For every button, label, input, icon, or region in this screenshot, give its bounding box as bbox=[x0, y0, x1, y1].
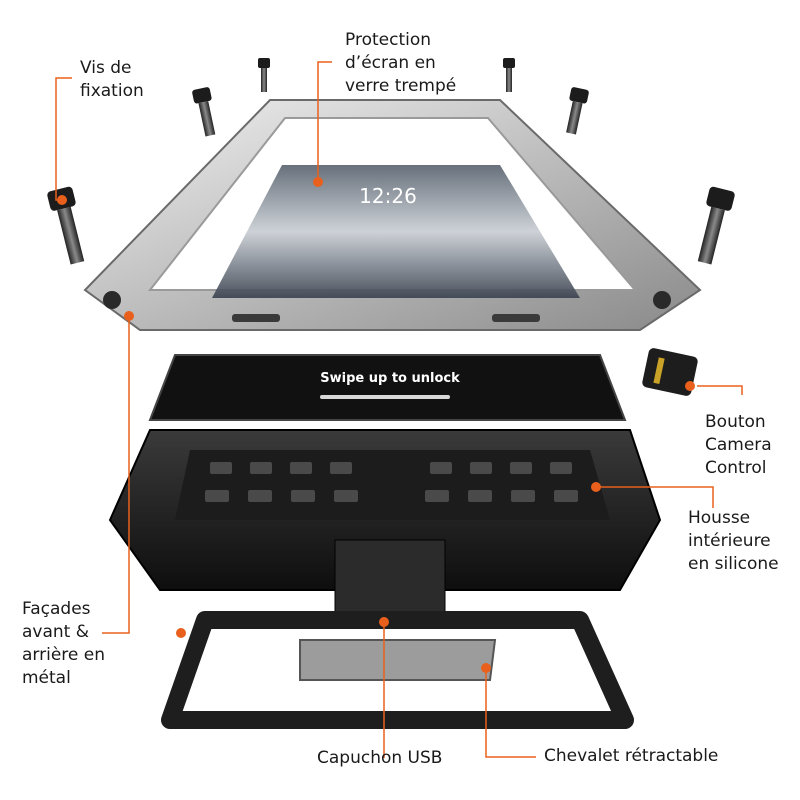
label-camera-control: Bouton Camera Control bbox=[705, 412, 772, 478]
label-metal-faces: Façades avant & arrière en métal bbox=[22, 599, 105, 688]
label-silicone-sleeve: Housse intérieure en silicone bbox=[688, 508, 779, 574]
label-kickstand: Chevalet rétractable bbox=[544, 746, 719, 766]
screw-bolt bbox=[697, 186, 735, 265]
lock-screen-time: 12:26 bbox=[359, 184, 417, 208]
screw-bolt bbox=[47, 186, 85, 265]
phone-body: Swipe up to unlock bbox=[148, 354, 627, 421]
kickstand-frame bbox=[161, 611, 634, 729]
label-screws: Vis de fixation bbox=[80, 58, 144, 101]
back-case bbox=[108, 429, 662, 621]
screw-bolt bbox=[192, 87, 216, 137]
camera-control-part bbox=[642, 348, 698, 396]
callout-dots bbox=[57, 177, 695, 673]
label-tempered-glass: Protection d’écran en verre trempé bbox=[345, 30, 457, 96]
unlock-hint-text: Swipe up to unlock bbox=[320, 371, 460, 386]
screw-bolt bbox=[566, 87, 589, 135]
tempered-glass-screen: 12:26 bbox=[212, 165, 580, 298]
screw-bolt bbox=[503, 58, 515, 92]
label-usb-cap: Capuchon USB bbox=[317, 748, 443, 768]
screw-bolt bbox=[258, 58, 270, 92]
